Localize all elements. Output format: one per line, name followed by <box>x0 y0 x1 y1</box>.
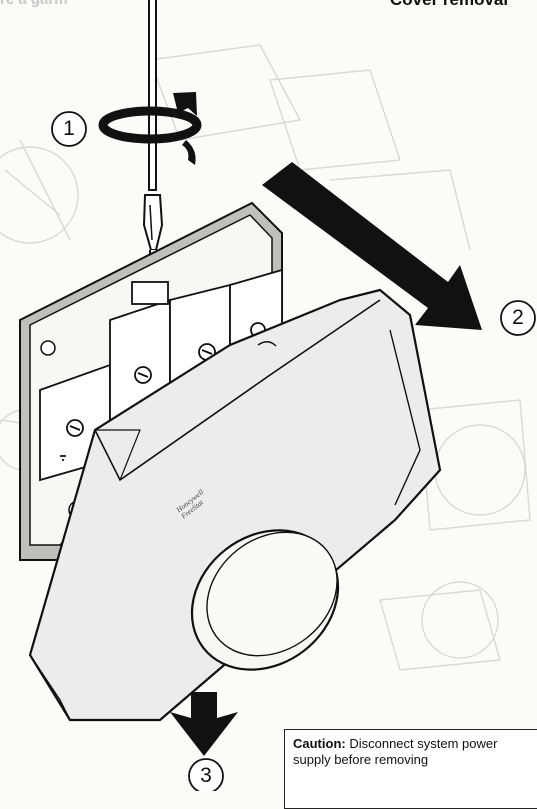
caution-text: Disconnect system power supply before re… <box>293 736 498 767</box>
step-1-label: 1 <box>63 117 75 140</box>
thermostat-cover <box>28 288 442 722</box>
arrow-right-down-icon <box>262 162 482 330</box>
caution-label: Caution: <box>293 736 346 751</box>
step-3-circle <box>188 758 224 791</box>
rotate-arrow-icon <box>98 92 202 165</box>
header-left-fragment: re a garm <box>0 0 68 8</box>
arrow-down-icon <box>170 692 238 756</box>
step-1-circle <box>51 111 87 147</box>
cover-removal-illustration <box>0 0 536 791</box>
step-2-circle <box>500 300 536 336</box>
caution-box: Caution: Disconnect system power supply … <box>284 729 537 809</box>
step-3-label: 3 <box>200 764 212 787</box>
step-2-label: 2 <box>512 306 524 329</box>
page-title: Cover removal <box>390 0 508 10</box>
